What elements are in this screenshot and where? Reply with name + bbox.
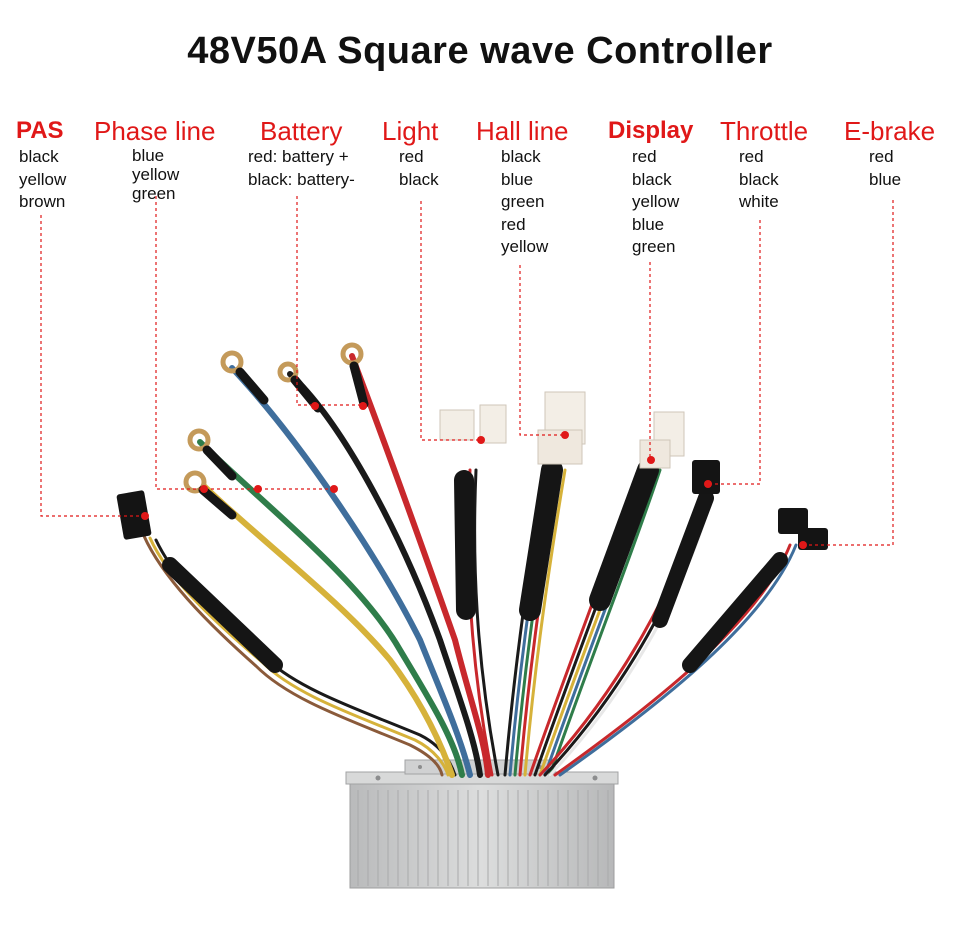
- wire-label: black: [19, 147, 59, 166]
- group-heading: Phase line: [94, 116, 216, 146]
- leader-lines: [40, 196, 894, 546]
- wire-label: red: [501, 214, 526, 234]
- group-heading: Throttle: [720, 116, 809, 146]
- marker-dots: [141, 402, 807, 549]
- wire-label: black: [739, 169, 779, 189]
- wire-label: yellow: [501, 237, 549, 256]
- label-group-phase-line: Phase line blue yellow green: [94, 116, 215, 203]
- label-group-hall-line: Hall line black blue green red yellow: [476, 116, 569, 259]
- wire-label: blue: [869, 169, 902, 189]
- group-heading: Display: [608, 117, 694, 144]
- wire-label: black: [399, 169, 439, 189]
- label-group-light: Light red black: [382, 116, 439, 191]
- wire-label: yellow: [632, 192, 680, 211]
- wire-label: red: [399, 147, 424, 166]
- wire-bundle: [142, 353, 798, 778]
- wire-label: red: [632, 147, 657, 166]
- wire-label: blue: [132, 146, 165, 165]
- wire-label: green: [501, 192, 545, 211]
- wire-label: blue: [501, 169, 534, 189]
- wire-label: red: [869, 147, 894, 166]
- wire-label: black: [632, 169, 672, 189]
- group-heading: Light: [382, 116, 439, 146]
- wire-label: green: [132, 184, 176, 203]
- wire-label: blue: [632, 214, 665, 234]
- wire-label: white: [739, 192, 779, 211]
- wire-label: brown: [19, 192, 66, 211]
- controller-body: [345, 759, 619, 889]
- group-heading: Hall line: [476, 116, 569, 146]
- group-heading: PAS: [16, 117, 64, 144]
- connectors: [116, 391, 828, 550]
- wire-label: black: battery-: [248, 169, 355, 189]
- label-group-battery: Battery red: battery + black: battery-: [248, 116, 355, 191]
- label-group-e-brake: E-brake red blue: [844, 116, 935, 191]
- wire-label: green: [632, 237, 676, 256]
- wire-label: black: [501, 147, 541, 166]
- diagram-title: 48V50A Square wave Controller: [187, 30, 773, 72]
- wire-label: red: [739, 147, 764, 166]
- wire-label: yellow: [19, 169, 67, 189]
- wire-label: red: battery +: [248, 147, 349, 166]
- label-group-display: Display red black yellow blue green: [608, 116, 693, 259]
- wire-label: yellow: [132, 165, 180, 184]
- group-heading: Battery: [260, 116, 343, 146]
- label-group-throttle: Throttle red black white: [720, 116, 808, 214]
- group-heading: E-brake: [844, 116, 936, 146]
- label-group-pas: PAS black yellow brown: [16, 116, 66, 214]
